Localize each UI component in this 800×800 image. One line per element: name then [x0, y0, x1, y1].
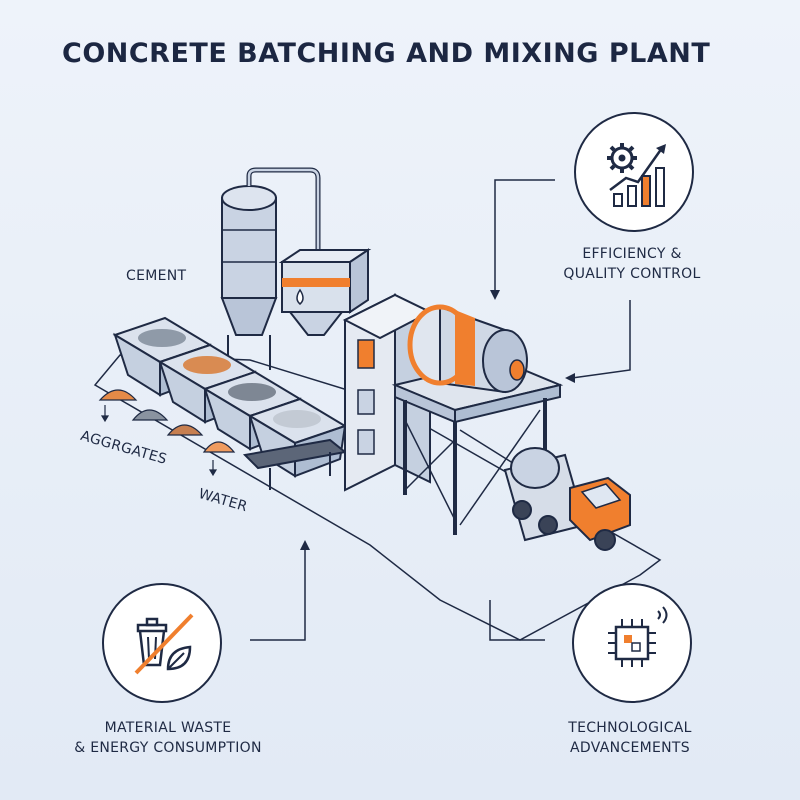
waste-caption-line1: MATERIAL WASTE [104, 720, 232, 736]
material-piles [98, 389, 236, 453]
cement-silo [220, 167, 321, 370]
waste-badge [102, 583, 222, 703]
tech-caption-line1: TECHNOLOGICAL [568, 720, 692, 736]
arrow-efficiency [494, 179, 555, 295]
page-title: CONCRETE BATCHING AND MIXING PLANT [62, 38, 711, 69]
efficiency-caption-line1: EFFICIENCY & [582, 246, 682, 262]
waste-caption-line2: & ENERGY CONSUMPTION [74, 740, 262, 756]
efficiency-caption: EFFICIENCY & QUALITY CONTROL [557, 244, 707, 284]
mixer-truck [503, 447, 631, 551]
tech-caption-line2: ADVANCEMENTS [570, 740, 690, 756]
connector-arrows [250, 179, 631, 641]
tech-caption: TECHNOLOGICAL ADVANCEMENTS [555, 718, 705, 758]
efficiency-caption-line2: QUALITY CONTROL [563, 266, 701, 282]
efficiency-badge [574, 112, 694, 232]
arrow-tech [489, 600, 545, 641]
no-waste-trash-leaf-icon [134, 613, 194, 675]
water-dosing-tank [278, 248, 372, 336]
label-cement: CEMENT [126, 268, 187, 284]
waste-caption: MATERIAL WASTE & ENERGY CONSUMPTION [68, 718, 268, 758]
ingredient-pointers [100, 405, 218, 477]
circuit-chip-icon [608, 606, 668, 667]
arrow-quality [571, 300, 631, 379]
gear-growth-chart-icon [607, 143, 666, 207]
tech-badge [572, 583, 692, 703]
arrow-waste [250, 545, 306, 641]
mixer-drum [407, 304, 528, 394]
